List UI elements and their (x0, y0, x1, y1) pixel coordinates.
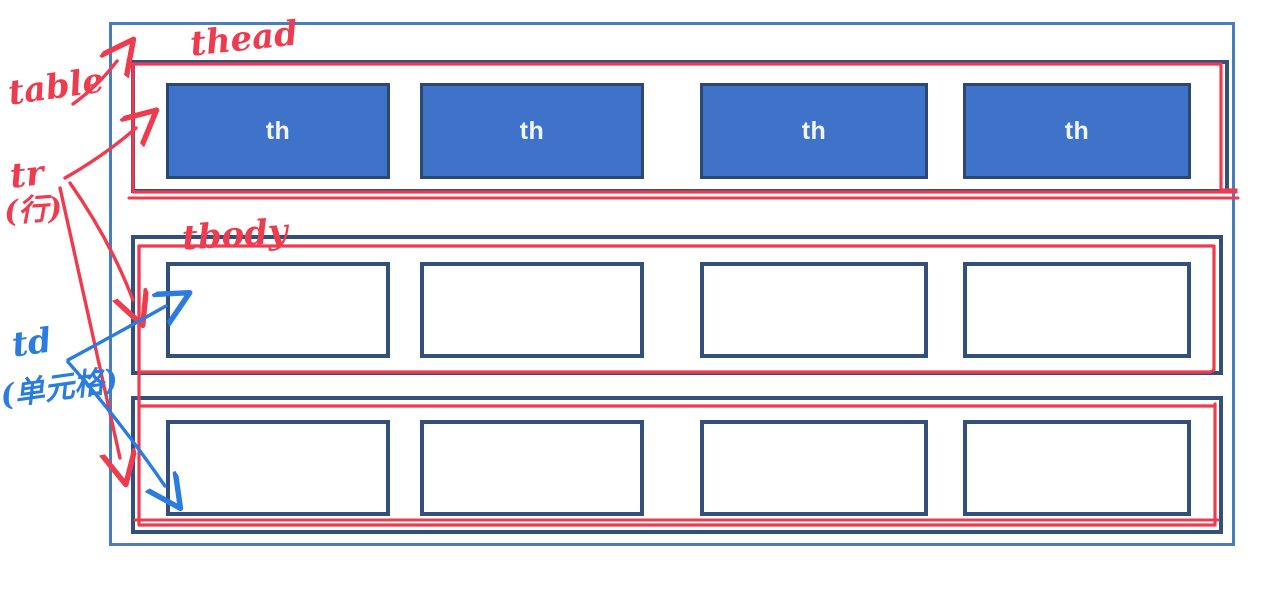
td-cell-r2c3 (700, 420, 928, 516)
annotation-label-tbody: tbody (180, 211, 289, 259)
annotation-label-tr-chinese: (行) (2, 191, 64, 230)
annotation-label-thead: thead (188, 13, 300, 65)
td-cell-r2c2 (420, 420, 644, 516)
th-cell-3-label: th (801, 116, 827, 145)
table-outline (109, 22, 1235, 546)
th-cell-1: th (166, 83, 390, 179)
tbody-annotation-rect (133, 244, 1220, 527)
thead-annotation-rect (126, 58, 1240, 200)
annotation-label-td: td (9, 320, 55, 366)
table-annotation-arrow (71, 61, 117, 106)
th-cell-4: th (963, 83, 1191, 179)
th-cell-2-label: th (519, 116, 545, 145)
td-annotation-arrows (66, 306, 166, 486)
annotation-label-tr: tr (8, 153, 46, 197)
td-cell-r2c1 (166, 420, 390, 516)
tr-annotation-arrows (58, 128, 136, 458)
th-cell-4-label: th (1064, 116, 1090, 145)
td-cell-r2c4 (963, 420, 1191, 516)
td-cell-r1c4 (963, 262, 1191, 358)
td-cell-r1c2 (420, 262, 644, 358)
th-cell-3: th (700, 83, 928, 179)
td-cell-r1c3 (700, 262, 928, 358)
td-cell-r1c1 (166, 262, 390, 358)
th-cell-2: th (420, 83, 644, 179)
th-cell-1-label: th (265, 116, 291, 145)
